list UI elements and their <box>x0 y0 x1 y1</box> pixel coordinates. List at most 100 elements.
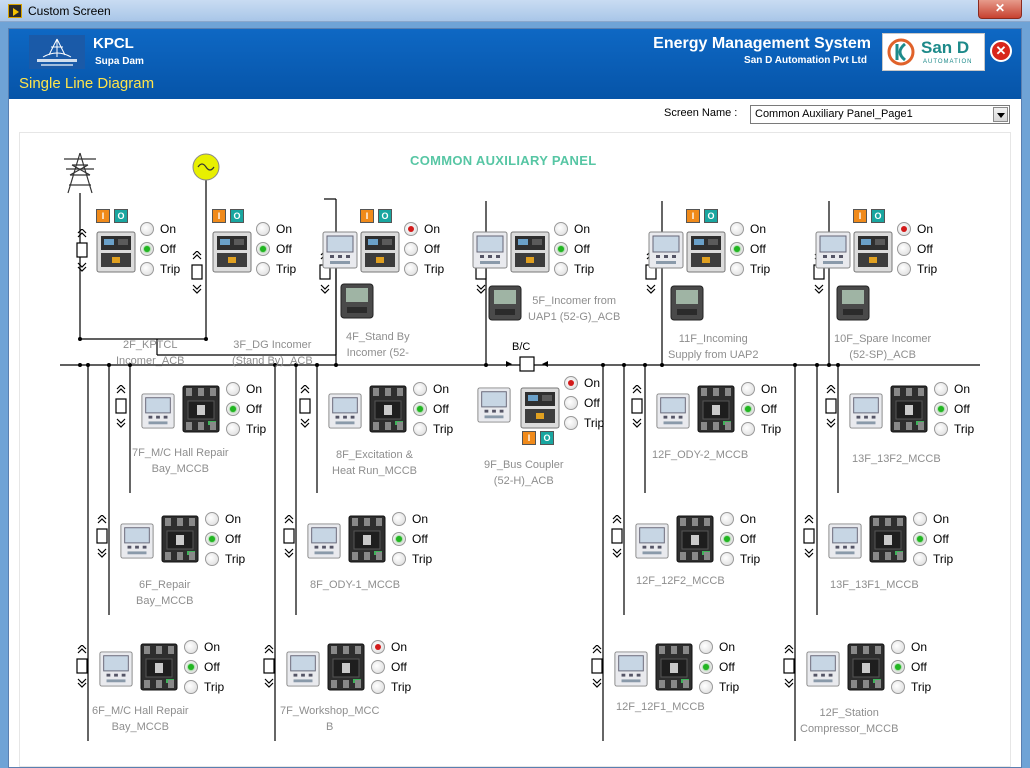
radio-indicator-icon[interactable] <box>913 552 927 566</box>
6f_mc-off-radio[interactable]: Off <box>184 657 224 677</box>
radio-indicator-icon[interactable] <box>891 640 905 654</box>
3f-off-radio[interactable]: Off <box>256 239 296 259</box>
12f_12f1-off-radio[interactable]: Off <box>699 657 739 677</box>
2f-trip-radio[interactable]: Trip <box>140 259 180 279</box>
10f-trip-radio[interactable]: Trip <box>897 259 937 279</box>
radio-indicator-icon[interactable] <box>404 242 418 256</box>
11f-on-radio[interactable]: On <box>730 219 770 239</box>
chevron-down-icon[interactable] <box>993 107 1008 122</box>
radio-indicator-icon[interactable] <box>371 660 385 674</box>
2f-open-button[interactable]: O <box>114 209 128 223</box>
5f-on-radio[interactable]: On <box>554 219 594 239</box>
12f_12f2-off-radio[interactable]: Off <box>720 529 760 549</box>
6f_repair-off-radio[interactable]: Off <box>205 529 245 549</box>
10f-open-button[interactable]: O <box>871 209 885 223</box>
11f-close-button[interactable]: I <box>686 209 700 223</box>
radio-indicator-icon[interactable] <box>404 222 418 236</box>
radio-indicator-icon[interactable] <box>741 422 755 436</box>
radio-indicator-icon[interactable] <box>891 680 905 694</box>
radio-indicator-icon[interactable] <box>913 512 927 526</box>
radio-indicator-icon[interactable] <box>205 512 219 526</box>
radio-indicator-icon[interactable] <box>205 532 219 546</box>
radio-indicator-icon[interactable] <box>699 640 713 654</box>
13f_13f1-trip-radio[interactable]: Trip <box>913 549 953 569</box>
radio-indicator-icon[interactable] <box>554 242 568 256</box>
9f-close-button[interactable]: I <box>522 431 536 445</box>
radio-indicator-icon[interactable] <box>564 416 578 430</box>
radio-indicator-icon[interactable] <box>184 660 198 674</box>
radio-indicator-icon[interactable] <box>699 680 713 694</box>
13f_13f2-on-radio[interactable]: On <box>934 379 974 399</box>
4f-close-button[interactable]: I <box>360 209 374 223</box>
8f_ody1-trip-radio[interactable]: Trip <box>392 549 432 569</box>
radio-indicator-icon[interactable] <box>205 552 219 566</box>
12f_ody2-on-radio[interactable]: On <box>741 379 781 399</box>
radio-indicator-icon[interactable] <box>140 242 154 256</box>
12f_12f1-trip-radio[interactable]: Trip <box>699 677 739 697</box>
radio-indicator-icon[interactable] <box>404 262 418 276</box>
11f-off-radio[interactable]: Off <box>730 239 770 259</box>
radio-indicator-icon[interactable] <box>140 222 154 236</box>
radio-indicator-icon[interactable] <box>934 382 948 396</box>
10f-on-radio[interactable]: On <box>897 219 937 239</box>
radio-indicator-icon[interactable] <box>891 660 905 674</box>
13f_13f2-off-radio[interactable]: Off <box>934 399 974 419</box>
radio-indicator-icon[interactable] <box>741 382 755 396</box>
9f-open-button[interactable]: O <box>540 431 554 445</box>
9f-off-radio[interactable]: Off <box>564 393 604 413</box>
radio-indicator-icon[interactable] <box>730 262 744 276</box>
6f_mc-trip-radio[interactable]: Trip <box>184 677 224 697</box>
7f_ws-off-radio[interactable]: Off <box>371 657 411 677</box>
radio-indicator-icon[interactable] <box>699 660 713 674</box>
6f_mc-on-radio[interactable]: On <box>184 637 224 657</box>
radio-indicator-icon[interactable] <box>256 242 270 256</box>
8f_ody1-off-radio[interactable]: Off <box>392 529 432 549</box>
radio-indicator-icon[interactable] <box>392 532 406 546</box>
8f_exc-off-radio[interactable]: Off <box>413 399 453 419</box>
radio-indicator-icon[interactable] <box>554 222 568 236</box>
screen-name-select[interactable]: Common Auxiliary Panel_Page1 <box>750 105 1010 124</box>
10f-off-radio[interactable]: Off <box>897 239 937 259</box>
radio-indicator-icon[interactable] <box>720 552 734 566</box>
4f-off-radio[interactable]: Off <box>404 239 444 259</box>
radio-indicator-icon[interactable] <box>554 262 568 276</box>
13f_13f1-on-radio[interactable]: On <box>913 509 953 529</box>
radio-indicator-icon[interactable] <box>897 222 911 236</box>
13f_13f2-trip-radio[interactable]: Trip <box>934 419 974 439</box>
window-close-button[interactable]: ✕ <box>978 0 1022 19</box>
9f-on-radio[interactable]: On <box>564 373 604 393</box>
4f-on-radio[interactable]: On <box>404 219 444 239</box>
5f-off-radio[interactable]: Off <box>554 239 594 259</box>
radio-indicator-icon[interactable] <box>934 402 948 416</box>
3f-open-button[interactable]: O <box>230 209 244 223</box>
radio-indicator-icon[interactable] <box>720 512 734 526</box>
8f_exc-trip-radio[interactable]: Trip <box>413 419 453 439</box>
7f_ws-trip-radio[interactable]: Trip <box>371 677 411 697</box>
7f_mc-off-radio[interactable]: Off <box>226 399 266 419</box>
radio-indicator-icon[interactable] <box>226 422 240 436</box>
app-close-button[interactable]: ✕ <box>990 40 1012 62</box>
12f_12f2-trip-radio[interactable]: Trip <box>720 549 760 569</box>
radio-indicator-icon[interactable] <box>184 680 198 694</box>
8f_ody1-on-radio[interactable]: On <box>392 509 432 529</box>
radio-indicator-icon[interactable] <box>140 262 154 276</box>
3f-on-radio[interactable]: On <box>256 219 296 239</box>
12f_stn-on-radio[interactable]: On <box>891 637 931 657</box>
12f_stn-trip-radio[interactable]: Trip <box>891 677 931 697</box>
7f_ws-on-radio[interactable]: On <box>371 637 411 657</box>
6f_repair-trip-radio[interactable]: Trip <box>205 549 245 569</box>
radio-indicator-icon[interactable] <box>392 512 406 526</box>
5f-trip-radio[interactable]: Trip <box>554 259 594 279</box>
radio-indicator-icon[interactable] <box>392 552 406 566</box>
radio-indicator-icon[interactable] <box>897 262 911 276</box>
8f_exc-on-radio[interactable]: On <box>413 379 453 399</box>
radio-indicator-icon[interactable] <box>184 640 198 654</box>
radio-indicator-icon[interactable] <box>720 532 734 546</box>
radio-indicator-icon[interactable] <box>564 396 578 410</box>
11f-open-button[interactable]: O <box>704 209 718 223</box>
10f-close-button[interactable]: I <box>853 209 867 223</box>
radio-indicator-icon[interactable] <box>256 222 270 236</box>
12f_ody2-trip-radio[interactable]: Trip <box>741 419 781 439</box>
radio-indicator-icon[interactable] <box>897 242 911 256</box>
2f-off-radio[interactable]: Off <box>140 239 180 259</box>
